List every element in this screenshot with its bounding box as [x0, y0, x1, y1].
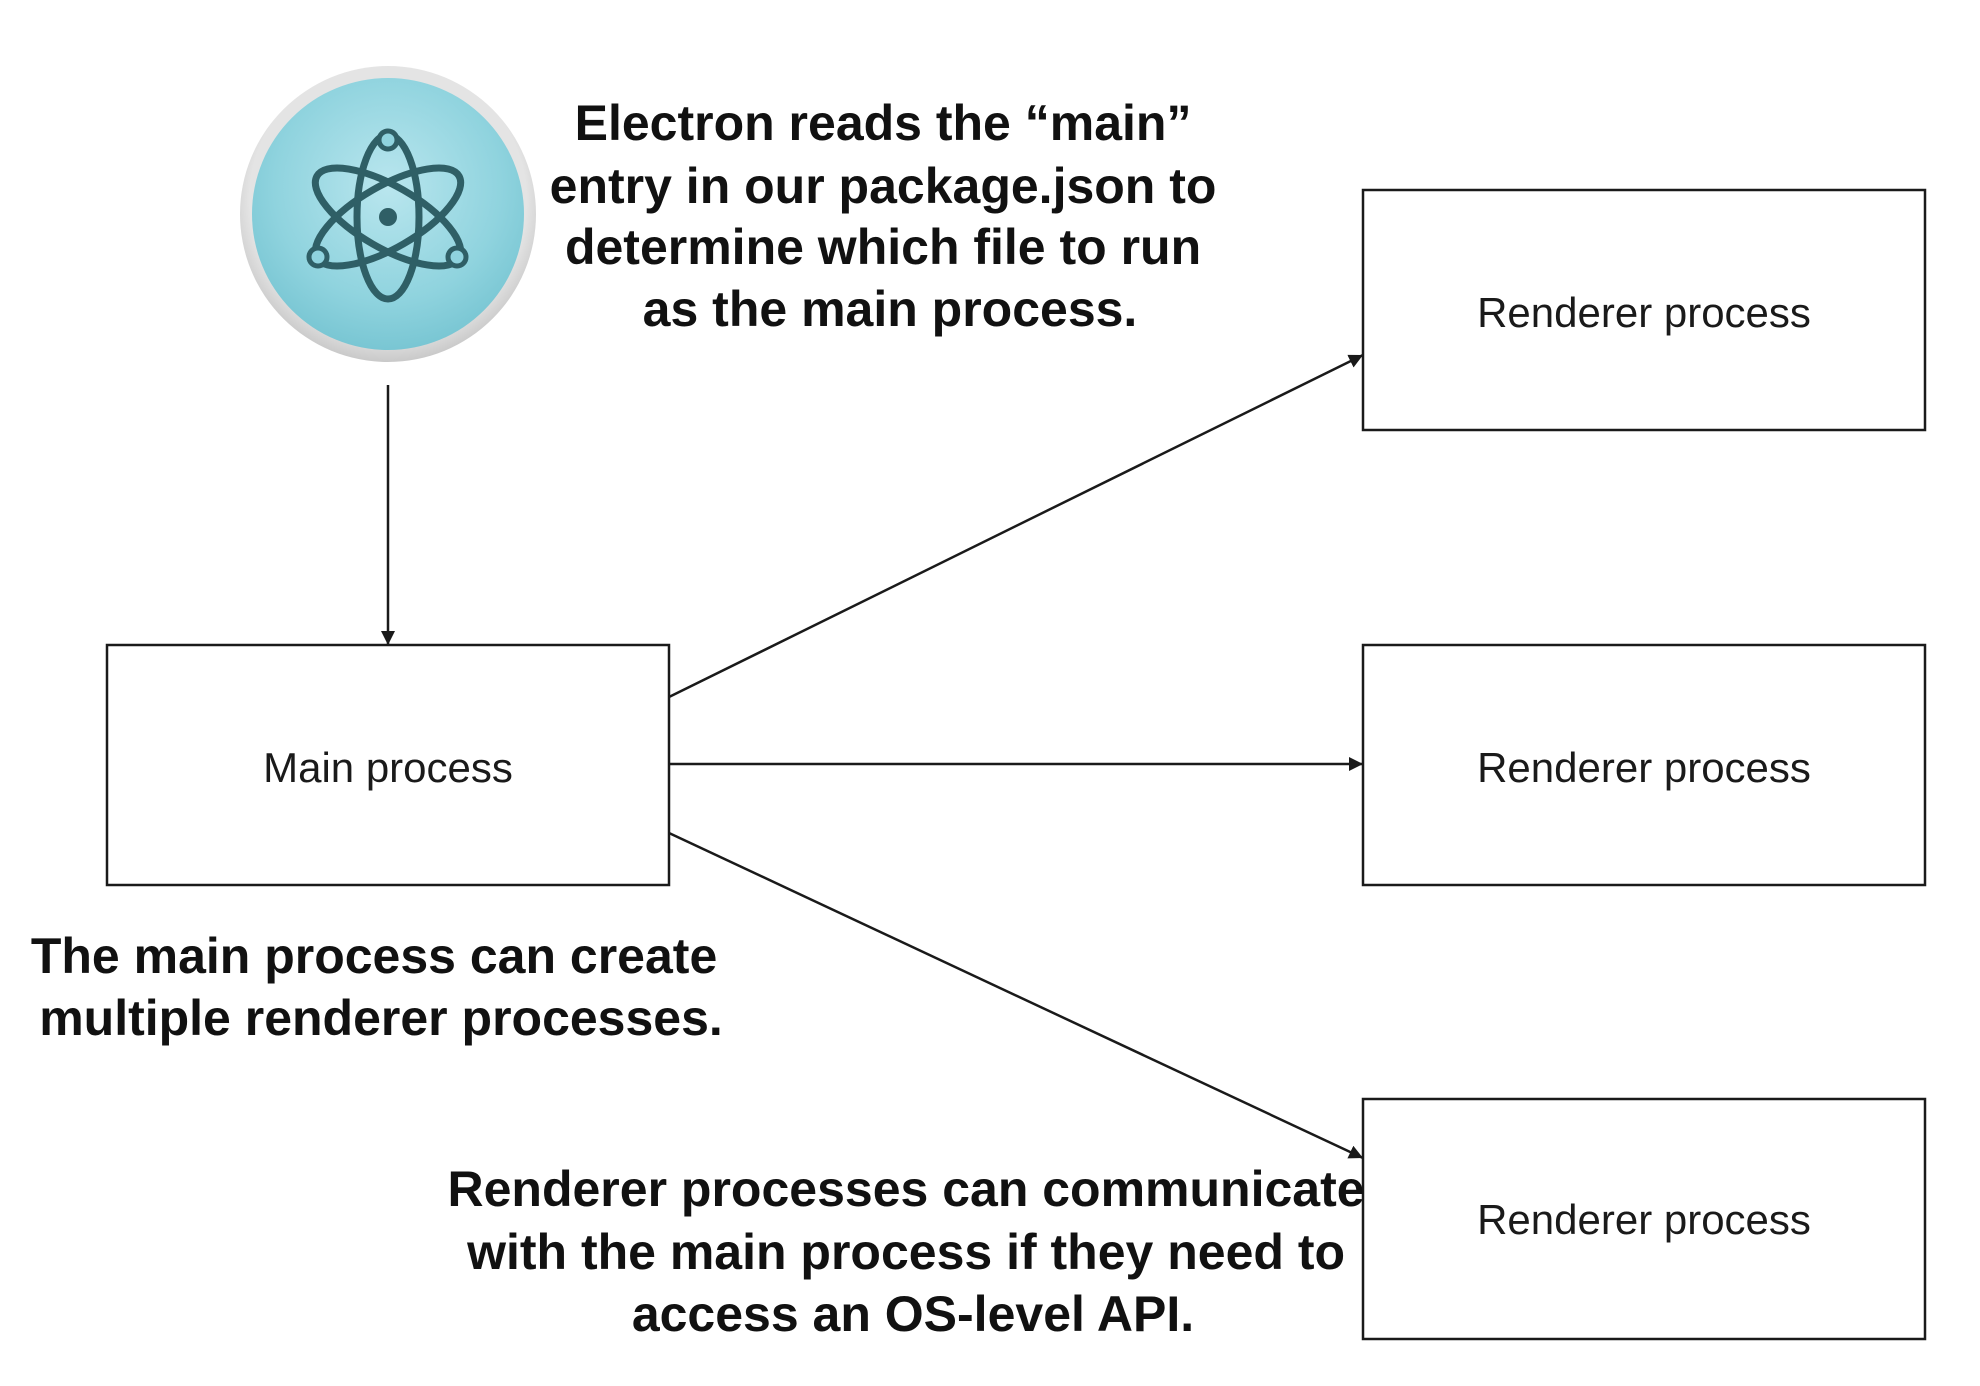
renderer-process-box: Renderer process — [1361, 1097, 1927, 1341]
note-multiple-renderers: The main process can create multiple ren… — [31, 928, 731, 1046]
renderer-process-box: Renderer process — [1361, 188, 1927, 432]
arrow-main-to-renderer-3 — [668, 831, 1364, 1160]
renderer-process-label: Renderer process — [1477, 744, 1811, 791]
arrow-main-to-renderer-1 — [668, 353, 1364, 699]
renderer-process-box: Renderer process — [1361, 643, 1927, 887]
renderer-process-label: Renderer process — [1477, 1196, 1811, 1243]
note-main-entry: Electron reads the “main” entry in our p… — [550, 95, 1231, 337]
note-renderer-communication: Renderer processes can communicate with … — [448, 1161, 1379, 1342]
electron-atom-icon — [240, 66, 536, 362]
renderer-process-label: Renderer process — [1477, 289, 1811, 336]
main-process-label: Main process — [263, 744, 513, 791]
main-process-box: Main process — [105, 643, 671, 887]
